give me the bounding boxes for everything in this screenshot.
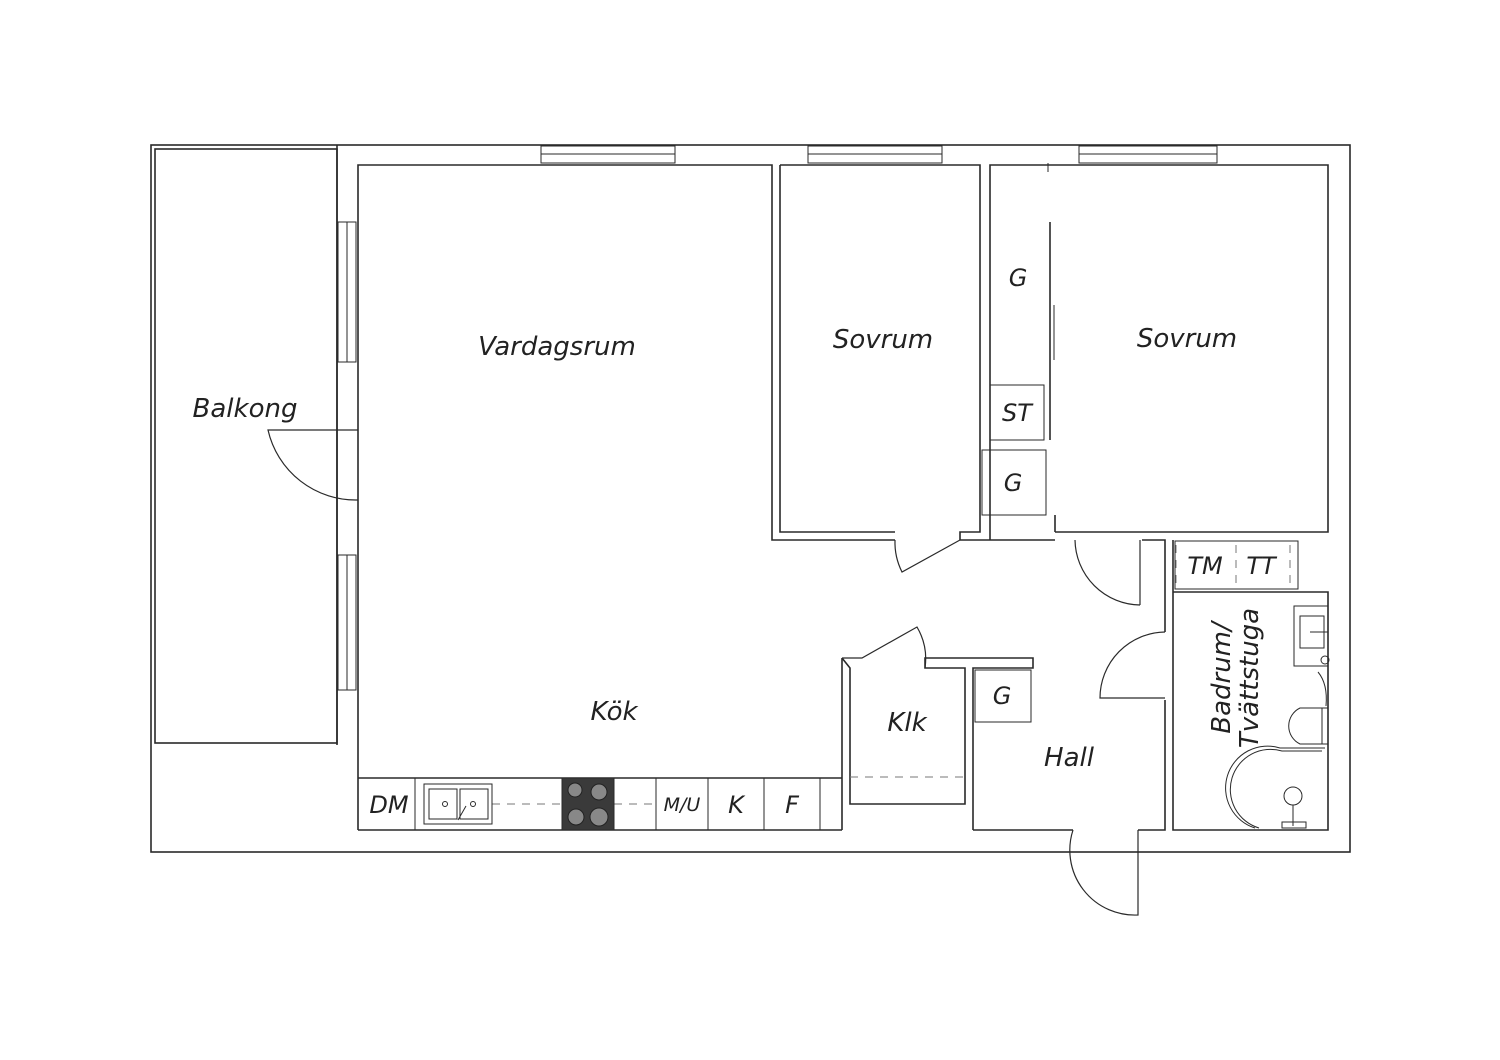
double-sink-icon [423,783,493,825]
balcony-outline [154,148,338,744]
toilet-icon [1288,707,1328,745]
room-label-badrum: Badrum/ [1207,619,1237,734]
fixture-label-tm: TM [1187,552,1223,580]
bedroom-2-wall [989,164,1329,540]
bedroom-1-wall [779,165,895,533]
room-label-balkong: Balkong [193,394,298,424]
bedroom-1-door [894,539,961,573]
entrance-door [1069,829,1139,916]
wardrobe-g2 [981,449,1047,516]
fixture-label-dm: DM [369,791,408,819]
bathroom-wall-lower [1138,700,1166,831]
bathroom-door [1099,631,1166,699]
outer-wall [150,144,1351,853]
room-label-klk: Klk [887,708,927,738]
fixture-label-st: ST [1002,399,1034,427]
bathroom-inner-wall [1172,540,1329,831]
stove-icon [561,777,615,831]
bedroom-1-wall-right [780,164,981,540]
storage-st [989,384,1045,441]
room-label-kok: Kök [590,697,638,727]
fixture-label-g1: G [1009,264,1028,292]
living-room-wall [357,164,895,830]
laundry-block [1174,540,1299,590]
fixture-label-tt: TT [1246,552,1278,580]
room-label-tvattstuga: Tvättstuga [1235,608,1265,748]
balcony-door [267,429,359,501]
bedroom-2-door [1074,539,1141,606]
bathroom-wall [1142,539,1166,632]
fixture-label-k: K [728,791,746,819]
fixture-label-g2: G [1004,469,1023,497]
wardrobe-g3 [974,669,1032,723]
fixture-label-g3: G [993,682,1012,710]
fixture-label-mu: M/U [664,794,701,816]
fixture-label-f: F [785,791,800,819]
room-label-hall: Hall [1044,743,1095,773]
shower-icon [1225,745,1325,829]
washbasin-icon [1293,605,1330,707]
closet-door [842,626,927,669]
room-label-sovrum-2: Sovrum [1137,324,1237,354]
room-label-vardagsrum: Vardagsrum [478,332,636,362]
room-label-sovrum-1: Sovrum [833,325,933,355]
